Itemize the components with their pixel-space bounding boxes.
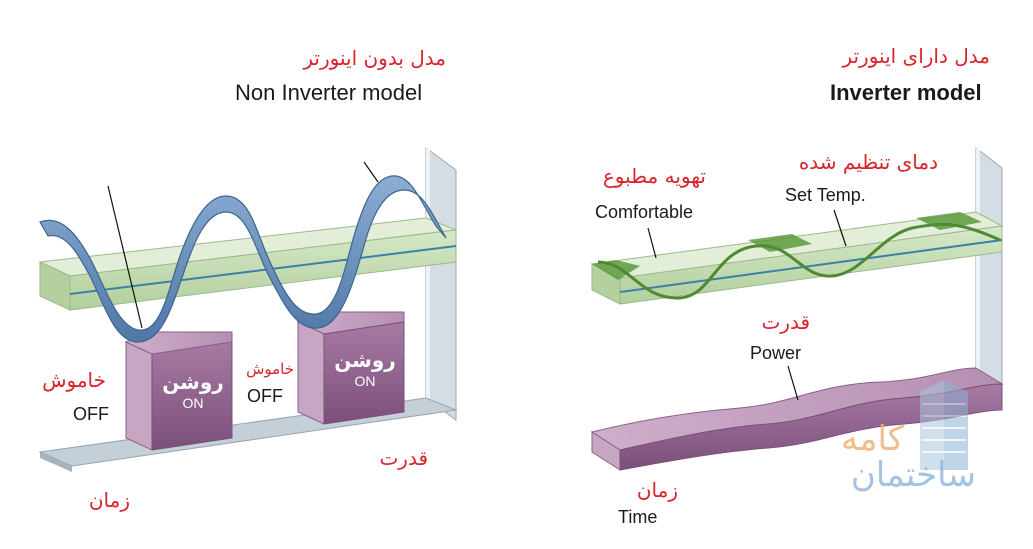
- left-pointer-line-2: [363, 161, 379, 183]
- settemp-pointer: [833, 209, 847, 247]
- right-comfort-bar: [590, 211, 1004, 305]
- on-label-1: روشن ON: [154, 372, 232, 410]
- right-power-ribbon: [590, 367, 1004, 471]
- on-label-1-fa: روشن: [162, 370, 224, 394]
- watermark-line1: کامه: [841, 419, 904, 459]
- power-pointer: [787, 365, 799, 401]
- left-temperature-wave: [39, 175, 447, 343]
- settemp-label-fa: دمای تنظیم شده: [798, 150, 938, 174]
- off-mid-label-fa: خاموش: [246, 360, 294, 378]
- left-power-label-fa: قدرت: [379, 446, 428, 470]
- left-title-fa: مدل بدون اینورتر: [303, 46, 446, 70]
- comfortable-label-en: Comfortable: [595, 202, 694, 222]
- right-temperature-wave: [597, 222, 1001, 300]
- left-time-label-fa: زمان: [88, 488, 130, 512]
- on-block-2: [296, 311, 405, 425]
- left-pointer-line-1: [107, 185, 143, 329]
- left-frame-post: [425, 147, 457, 421]
- on-label-1-en: ON: [182, 395, 204, 411]
- off-left-label-fa: خاموش: [42, 368, 106, 392]
- right-power-label-en: Power: [750, 343, 802, 363]
- right-time-label-fa: زمان: [636, 478, 678, 502]
- off-mid-label-en: OFF: [247, 386, 283, 406]
- right-title-en: Inverter model: [830, 80, 982, 105]
- right-frame-post: [975, 146, 1003, 394]
- inverter-diagram: [590, 146, 1004, 471]
- watermark-logo: [920, 380, 968, 470]
- on-label-2-en: ON: [354, 373, 376, 389]
- right-power-label-fa: قدرت: [761, 310, 810, 334]
- non-inverter-diagram: [38, 147, 458, 472]
- right-title-fa: مدل دارای اینورتر: [842, 44, 990, 68]
- left-title-en: Non Inverter model: [235, 80, 423, 105]
- building-icon: [920, 380, 968, 470]
- off-left-label-en: OFF: [73, 404, 109, 424]
- comfortable-pointer: [647, 227, 657, 259]
- on-label-2-fa: روشن: [334, 348, 396, 372]
- comfortable-label-fa: تهویه مطبوع: [602, 164, 706, 188]
- watermark-line2: ساختمان: [850, 455, 976, 495]
- settemp-label-en: Set Temp.: [785, 185, 866, 205]
- right-time-label-en: Time: [618, 507, 658, 527]
- on-label-2: روشن ON: [326, 350, 404, 388]
- on-block-1: [124, 331, 233, 451]
